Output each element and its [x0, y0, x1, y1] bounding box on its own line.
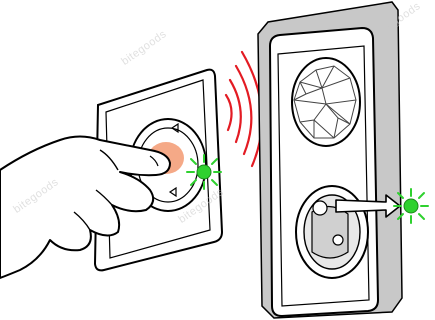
smart-socket [258, 2, 402, 318]
power-outlet [296, 186, 368, 278]
green-led-icon [394, 189, 428, 223]
green-led-icon [187, 155, 221, 189]
radio-signal-icon [226, 52, 262, 166]
sensor-dome [292, 58, 360, 146]
